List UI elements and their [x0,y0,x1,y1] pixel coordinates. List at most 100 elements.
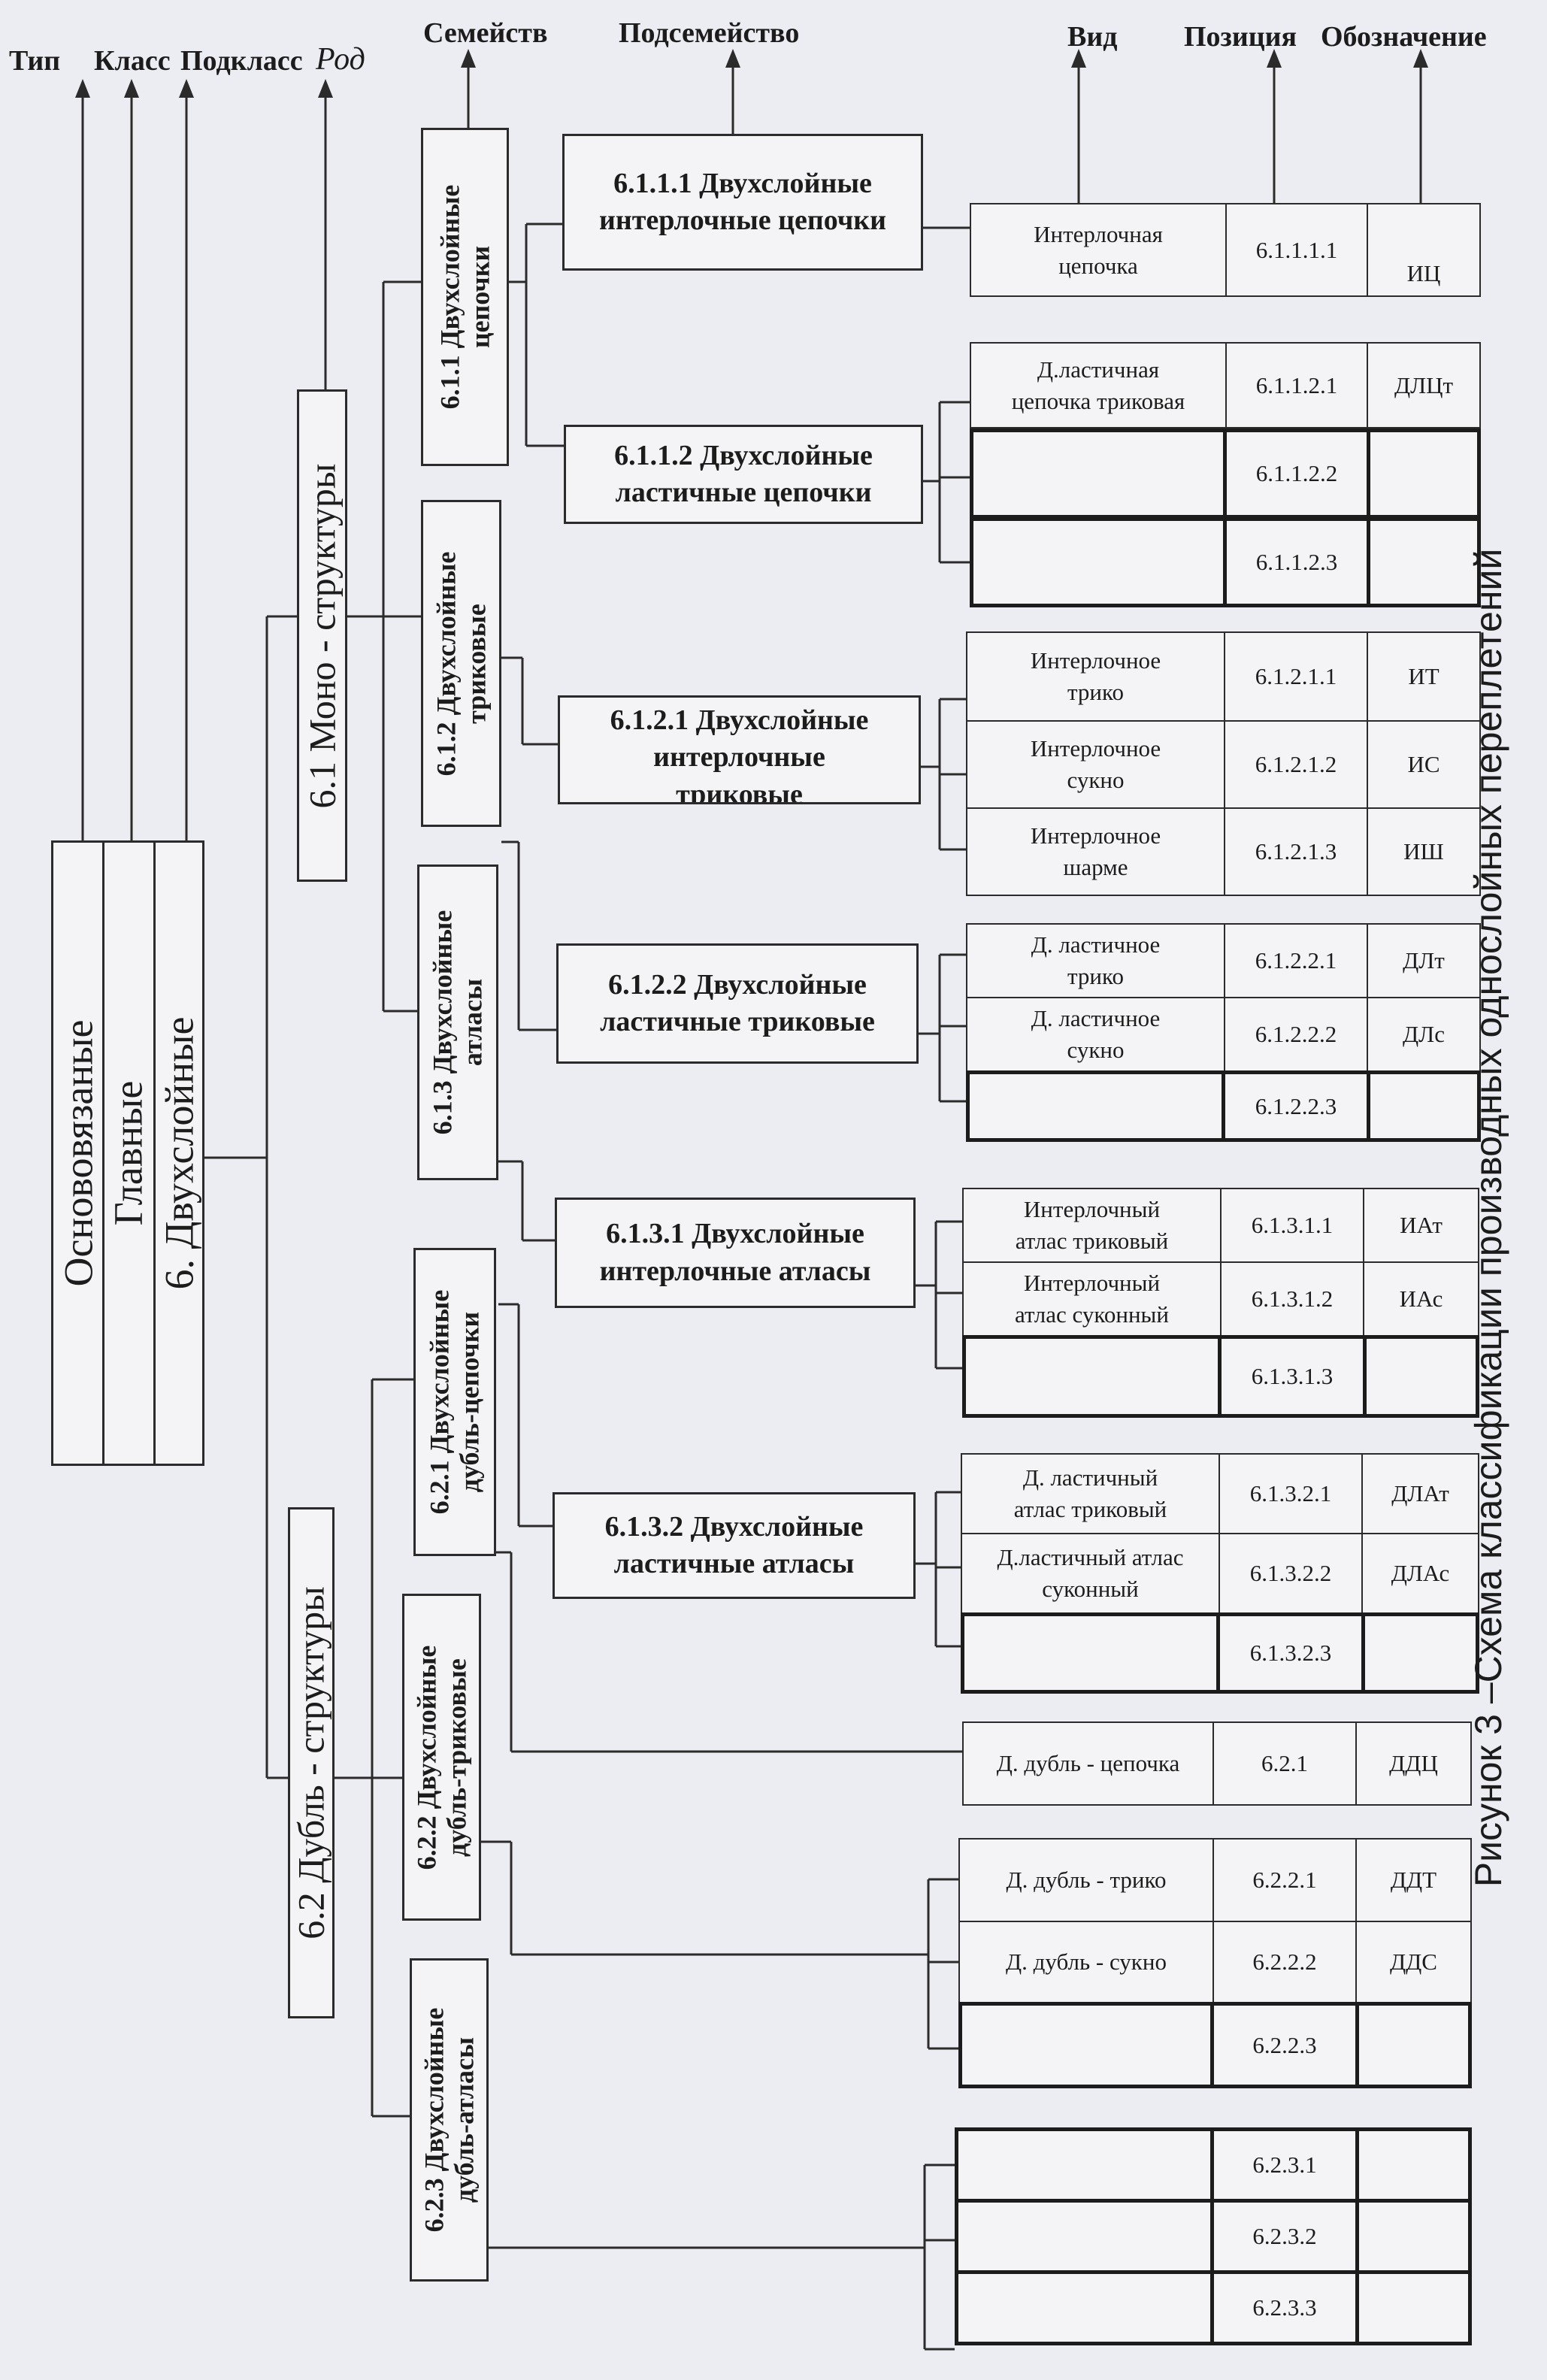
header-class: Класс [94,45,171,77]
subclass-label: 6. Двухслойные [156,1016,202,1290]
position-cell: 6.2.2.1 [1212,1838,1357,1922]
position-cell: 6.2.1 [1212,1721,1357,1806]
kind-cell [958,2002,1214,2088]
type-class-subclass-box: Основовязаные Главные 6. Двухслойные [51,840,204,1466]
designation-cell [1355,2002,1472,2088]
position-cell: 6.2.2.3 [1210,2002,1359,2088]
class-label: Главные [105,1080,151,1226]
position-cell: 6.2.3.3 [1210,2270,1359,2345]
position-cell: 6.1.3.1.1 [1220,1188,1364,1263]
designation-cell: ИЦ [1367,203,1481,297]
kind-cell: Д. дубль - сукно [958,1921,1214,2003]
designation-cell [1367,1070,1481,1142]
position-cell: 6.1.3.2.2 [1219,1533,1363,1614]
position-cell: 6.1.1.2.3 [1223,517,1370,607]
kind-cell [970,517,1227,607]
kind-cell [970,428,1227,519]
header-genus: Род [316,42,365,77]
type-label: Основовязаные [56,1019,101,1287]
designation-cell: ИШ [1367,807,1481,896]
kind-cell [966,1070,1225,1142]
position-cell: 6.1.2.1.2 [1224,720,1368,809]
designation-cell [1355,2199,1472,2274]
designation-cell: ИАс [1363,1261,1479,1337]
designation-cell [1367,517,1481,607]
header-type: Тип [9,45,61,77]
designation-cell: ДЛЦт [1367,342,1481,428]
genus-mono-label: 6.1 Моно - структуры [301,462,343,809]
kind-cell [955,2270,1214,2345]
position-cell: 6.2.3.1 [1210,2127,1359,2203]
position-cell: 6.1.3.1.3 [1218,1335,1367,1418]
genus-double-box: 6.2 Дубль - структуры [288,1507,335,2018]
designation-cell: ДЛАс [1361,1533,1479,1614]
column-divider [102,843,104,1464]
position-cell: 6.1.2.2.3 [1222,1070,1370,1142]
genus-double-label: 6.2 Дубль - структуры [289,1586,332,1939]
position-cell: 6.1.1.2.2 [1223,428,1370,519]
position-cell: 6.1.1.1.1 [1225,203,1368,297]
position-cell: 6.2.2.2 [1212,1921,1357,2003]
kind-cell [955,2127,1214,2203]
designation-cell: ИАт [1363,1188,1479,1263]
designation-cell: ДДС [1355,1921,1472,2003]
designation-cell: ИС [1367,720,1481,809]
kind-cell [961,1612,1220,1694]
header-family: Семейств [423,17,548,49]
header-designation: Обозначение [1321,21,1487,53]
position-cell: 6.2.3.2 [1210,2199,1359,2274]
position-cell: 6.1.2.2.2 [1224,997,1368,1072]
position-cell: 6.1.2.1.1 [1224,631,1368,722]
position-cell: 6.1.2.2.1 [1224,923,1368,998]
designation-cell: ДДТ [1355,1838,1472,1922]
designation-cell [1363,1335,1479,1418]
header-subclass: Подкласс [180,45,303,77]
header-subfamily: Подсемейство [619,17,800,49]
figure-caption: Рисунок 3 –Схема классификации производн… [1467,548,1509,1888]
kind-cell: Д. дубль - цепочка [962,1721,1214,1806]
designation-cell [1355,2127,1472,2203]
designation-cell: ИТ [1367,631,1481,722]
kind-cell [955,2199,1214,2274]
column-divider [153,843,156,1464]
position-cell: 6.1.1.2.1 [1225,342,1368,428]
genus-mono-box: 6.1 Моно - структуры [297,389,347,882]
header-kind: Вид [1067,21,1118,53]
header-position: Позиция [1184,21,1297,53]
kind-cell: Д. дубль - трико [958,1838,1214,1922]
position-cell: 6.1.3.2.3 [1216,1612,1365,1694]
designation-cell: ДЛт [1367,923,1481,998]
designation-cell [1361,1612,1479,1694]
designation-cell: ДДЦ [1355,1721,1472,1806]
designation-cell: ДЛАт [1361,1453,1479,1534]
